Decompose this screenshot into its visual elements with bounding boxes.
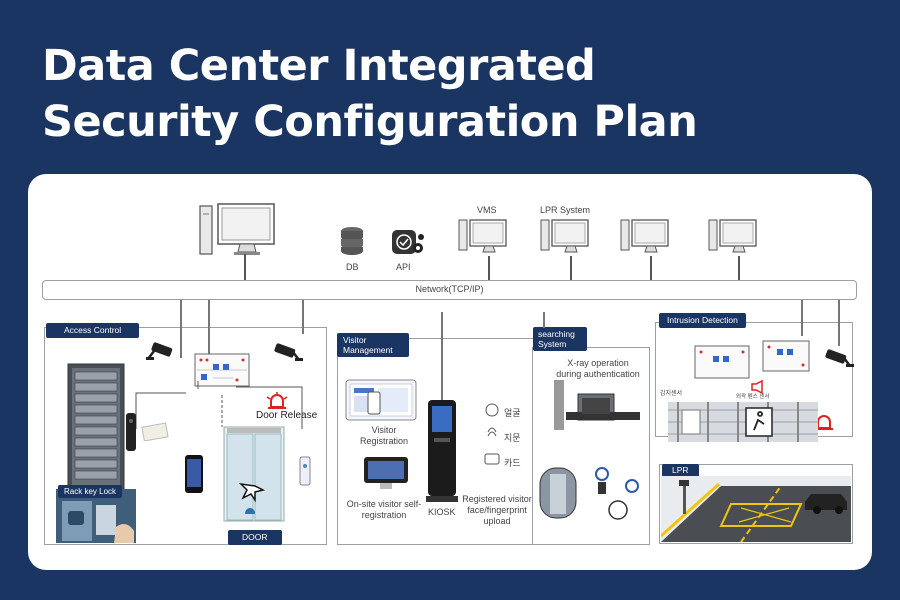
connector: [738, 256, 740, 280]
database-icon: [339, 226, 365, 256]
monitor-icon: [708, 218, 758, 258]
lpr-tag: LPR: [662, 464, 699, 477]
controller-icon: [693, 344, 751, 382]
xray-label: X-ray operation during authentication: [556, 358, 640, 379]
monitor-icon: [620, 218, 670, 258]
rack-key-lock-tag: Rack key Lock: [58, 485, 123, 498]
sensor-label-ko: 감지센서: [660, 391, 683, 397]
speed-gate-icon: [536, 464, 580, 522]
kiosk-icon: [424, 398, 460, 504]
connector: [570, 256, 572, 280]
card-label-ko: 카드: [504, 458, 521, 468]
door-tag: DOOR: [228, 530, 282, 545]
xray-scanner-icon: [546, 372, 646, 440]
card-reader-icon: [124, 411, 138, 453]
title-line-1: Data Center Integrated: [42, 41, 596, 91]
alarm-icon: [266, 391, 288, 409]
kiosk-label: KIOSK: [428, 507, 456, 517]
lpr-road-photo: [661, 476, 851, 542]
visitor-registration-label: Visitor Registration: [359, 425, 409, 446]
self-registration-terminal-icon: [362, 455, 410, 491]
visitor-registration-screens: [344, 376, 424, 424]
visitor-management-tag: Visitor Management: [337, 333, 409, 357]
main-workstation-icon: [198, 202, 278, 276]
rack-key-lock-photo: [56, 489, 136, 543]
self-registration-label: On-site visitor self-registration: [346, 499, 422, 520]
intrusion-detection-tag: Intrusion Detection: [659, 313, 746, 328]
connector: [441, 312, 443, 406]
fence-icon: [668, 398, 818, 444]
controller-icon: [193, 352, 251, 390]
connector: [488, 256, 490, 280]
connector: [838, 300, 840, 346]
glass-door-icon: [223, 426, 285, 522]
connector: [801, 300, 803, 336]
network-label: Network(TCP/IP): [415, 284, 484, 294]
lpr-system-label: LPR System: [540, 205, 591, 215]
connector: [650, 256, 652, 280]
lpr-monitor-icon: [540, 218, 590, 258]
face-label-ko: 얼굴: [504, 408, 521, 418]
metal-detector-icons: [588, 464, 644, 524]
connector: [302, 300, 304, 334]
exit-button-icon: [299, 456, 311, 486]
server-rack-icon: [66, 362, 126, 492]
biometric-icons: [482, 402, 502, 472]
access-control-tag: Access Control: [46, 323, 140, 338]
page-title: Data Center Integrated Security Configur…: [42, 38, 698, 150]
cctv-camera-icon: [269, 340, 303, 364]
connector: [180, 300, 182, 358]
connector: [244, 254, 246, 280]
cctv-camera-icon: [820, 346, 854, 370]
connector: [208, 300, 210, 358]
title-line-2: Security Configuration Plan: [42, 97, 698, 147]
visitor-upload-label: Registered visitor face/fingerprint uplo…: [462, 494, 532, 526]
cctv-camera-icon: [146, 339, 178, 363]
api-gear-icon: [390, 228, 426, 258]
fence-sensor-label-ko: 외곽 펜스 센서: [736, 394, 770, 400]
network-bar: Network(TCP/IP): [42, 280, 857, 300]
vms-label: VMS: [477, 205, 497, 215]
alarm-icon: [813, 412, 835, 430]
smartphone-icon: [184, 454, 204, 494]
siren-icon: [750, 380, 766, 394]
finger-label-ko: 지문: [504, 433, 521, 443]
db-label: DB: [346, 262, 359, 272]
searching-system-tag: searching System: [533, 327, 587, 351]
door-release-label: Door Release: [256, 410, 318, 421]
rfid-card-icon: [141, 421, 169, 441]
api-label: API: [396, 262, 411, 272]
diagram-card: DB API VMS LPR System: [28, 174, 872, 570]
controller-icon: [761, 339, 811, 375]
vms-monitor-icon: [458, 218, 508, 258]
connector: [543, 312, 545, 328]
